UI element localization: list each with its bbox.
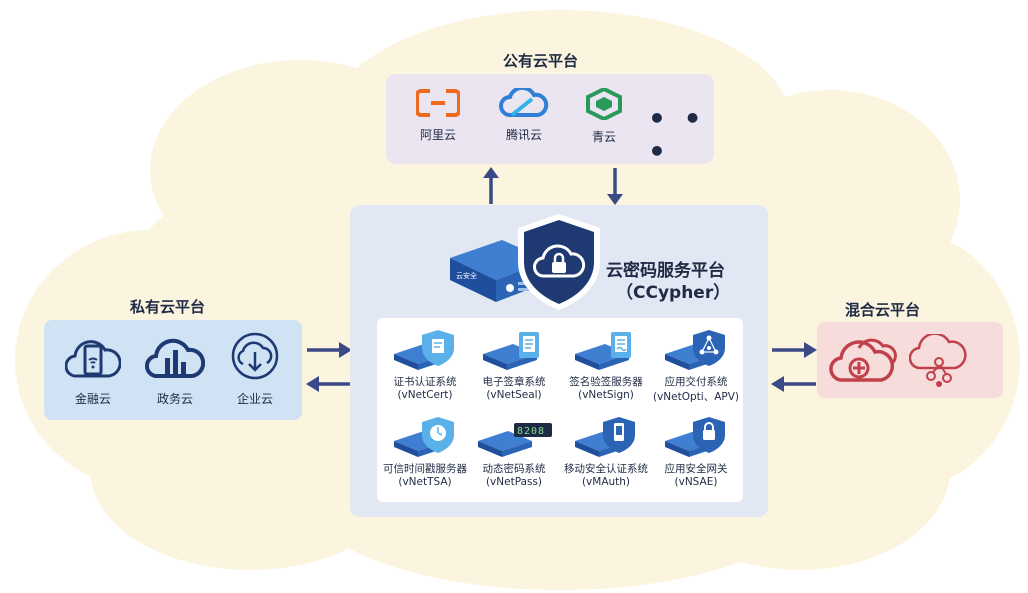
service-name: 电子签章系统 (482, 376, 546, 388)
private-item-label: 政务云 (156, 392, 193, 406)
provider-label: 阿里云 (419, 128, 456, 142)
service-code: (vNetSeal) (486, 389, 542, 401)
lock-shield-icon (665, 417, 725, 457)
private-item-label: 企业云 (236, 392, 273, 406)
service-code: (vMAuth) (581, 476, 631, 488)
service-vnetseal[interactable]: 电子签章系统 (vNetSeal) (466, 328, 562, 401)
hybrid-cloud-title: 混合云平台 (845, 301, 921, 319)
cloud-lock-shield-icon (518, 214, 600, 310)
mobile-cloud-icon (64, 340, 122, 378)
service-name: 可信时间戳服务器 (383, 463, 467, 475)
tencent-cloud-logo-icon (499, 85, 549, 117)
more-providers-ellipsis: • • • (648, 102, 706, 168)
qingcloud-logo-icon (586, 86, 622, 122)
service-code: (vNetOpti、APV) (653, 391, 739, 403)
service-code: (vNetPass) (485, 476, 543, 488)
service-vnetsign[interactable]: 签名验签服务器 (vNetSign) (558, 328, 654, 401)
arrow-main-to-hybrid (772, 342, 817, 358)
arrow-down-from-public (607, 168, 623, 205)
network-shield-icon (665, 330, 725, 370)
service-name: 签名验签服务器 (569, 376, 643, 388)
aliyun-logo-icon (415, 89, 461, 117)
service-vnetcert[interactable]: 证书认证系统 (vNetCert) (377, 328, 473, 401)
service-name: 应用安全网关 (664, 463, 728, 475)
mobile-shield-icon (575, 417, 635, 457)
network-cloud-icon[interactable] (909, 334, 969, 388)
chart-cloud-icon (145, 338, 206, 379)
service-code: (vNetSign) (578, 389, 634, 401)
private-cloud-title: 私有云平台 (130, 298, 206, 316)
service-code: (vNetTSA) (398, 476, 452, 488)
service-vnsae[interactable]: 应用安全网关 (vNSAE) (648, 415, 744, 488)
provider-tencent[interactable]: 腾讯云 (492, 85, 556, 143)
signature-document-icon (575, 332, 631, 370)
service-code: (vNetCert) (397, 389, 453, 401)
arrow-main-to-private (306, 376, 351, 392)
service-vnetopti[interactable]: 应用交付系统 (vNetOpti、APV) (648, 328, 744, 404)
clock-shield-icon (394, 417, 454, 457)
seal-document-icon (483, 332, 539, 370)
provider-aliyun[interactable]: 阿里云 (406, 88, 470, 143)
arrow-hybrid-to-main (771, 376, 816, 392)
service-name: 应用交付系统 (664, 376, 728, 388)
otp-token-icon: 8208 (478, 423, 552, 457)
download-cloud-icon (231, 332, 279, 380)
hybrid-cloud-panel (817, 322, 1003, 398)
service-vmauth[interactable]: 移动安全认证系统 (vMAuth) (558, 415, 654, 488)
private-item-finance[interactable]: 金融云 (58, 332, 128, 407)
certificate-shield-icon (394, 330, 454, 370)
service-name: 动态密码系统 (482, 463, 546, 475)
provider-label: 腾讯云 (505, 128, 542, 142)
provider-qingcloud[interactable]: 青云 (572, 86, 636, 145)
private-item-label: 金融云 (74, 392, 111, 406)
plus-cloud-icon[interactable] (829, 336, 897, 386)
service-vnetpass[interactable]: 8208 动态密码系统 (vNetPass) (466, 415, 562, 488)
service-code: (vNSAE) (674, 476, 718, 488)
provider-label: 青云 (591, 130, 616, 144)
private-cloud-panel: 金融云 政务云 企业云 (44, 320, 302, 420)
private-item-government[interactable]: 政务云 (140, 332, 210, 407)
platform-title: 云密码服务平台 (606, 261, 725, 281)
service-vnettsa[interactable]: 可信时间戳服务器 (vNetTSA) (377, 415, 473, 488)
platform-subtitle: （CCypher） (616, 283, 731, 303)
service-name: 移动安全认证系统 (564, 463, 648, 475)
private-item-enterprise[interactable]: 企业云 (220, 332, 290, 407)
service-name: 证书认证系统 (393, 376, 457, 388)
device-label: 云安全 (456, 271, 477, 280)
public-cloud-title: 公有云平台 (503, 52, 579, 70)
public-cloud-panel: 阿里云 腾讯云 青云 • • • (386, 74, 714, 168)
arrow-up-to-public (483, 167, 499, 204)
arrow-private-to-main (307, 342, 352, 358)
otp-code: 8208 (517, 426, 545, 437)
